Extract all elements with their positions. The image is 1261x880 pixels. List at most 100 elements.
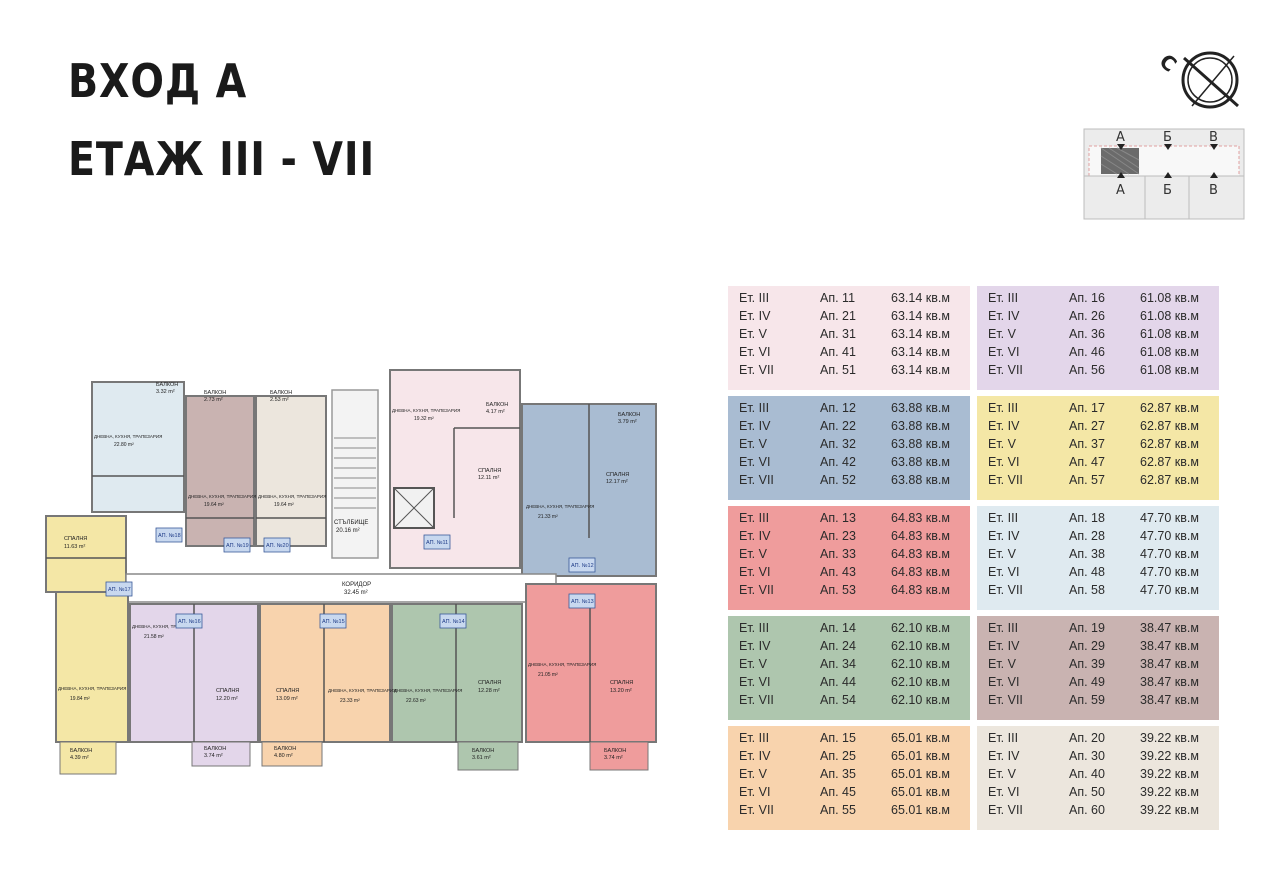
room-area: 3.61 m² xyxy=(472,755,491,761)
room-area: 13.09 m² xyxy=(276,696,298,702)
room-area: 3.74 m² xyxy=(604,755,623,761)
legend-cell: Ап. 23 xyxy=(820,529,856,543)
legend-cell: Ап. 55 xyxy=(820,803,856,817)
room-label: БАЛКОН xyxy=(156,382,178,388)
legend-cell: 63.14 кв.м xyxy=(891,363,950,377)
legend-cell: 62.87 кв.м xyxy=(1140,401,1199,415)
room-label: БАЛКОН xyxy=(204,746,226,752)
room-label: ДНЕВНА, КУХНЯ, ТРАПЕЗАРИЯ xyxy=(526,504,594,509)
legend-cell: Ет. VI xyxy=(988,455,1020,469)
room-label: ДНЕВНА, КУХНЯ, ТРАПЕЗАРИЯ xyxy=(528,662,596,667)
room-label: ДНЕВНА, КУХНЯ, ТРАПЕЗАРИЯ xyxy=(94,434,162,439)
north-compass-icon: С xyxy=(1158,49,1239,109)
apartment-11-area[interactable] xyxy=(389,369,521,569)
legend-cell: Ет. III xyxy=(739,731,770,745)
apartment-18-area[interactable] xyxy=(91,381,185,513)
legend-cell: Ет. VII xyxy=(739,363,774,377)
apartment-tag-13: АП. №13 xyxy=(571,599,594,605)
apartment-tag-20: АП. №20 xyxy=(266,543,289,549)
legend-cell: 65.01 кв.м xyxy=(891,803,950,817)
legend-cell: 47.70 кв.м xyxy=(1140,565,1199,579)
legend-cell: 62.10 кв.м xyxy=(891,675,950,689)
legend-cell: Ап. 28 xyxy=(1069,529,1105,543)
legend-cell: 63.88 кв.м xyxy=(891,437,950,451)
legend-cell: Ет. III xyxy=(739,621,770,635)
page-title-entrance: ВХОД А xyxy=(68,54,248,108)
stairs-area-label: 20.16 m² xyxy=(336,528,360,534)
legend-cell: Ап. 39 xyxy=(1069,657,1105,671)
apartment-tag-15: АП. №15 xyxy=(322,619,345,625)
room-label: СПАЛНЯ xyxy=(478,468,501,474)
legend-cell: Ап. 22 xyxy=(820,419,856,433)
apartment-17-area[interactable] xyxy=(45,515,127,593)
legend-cell: 62.10 кв.м xyxy=(891,693,950,707)
legend-cell: Ап. 17 xyxy=(1069,401,1105,415)
legend-cell: 64.83 кв.м xyxy=(891,583,950,597)
legend-cell: 62.87 кв.м xyxy=(1140,473,1199,487)
legend-cell: 64.83 кв.м xyxy=(891,565,950,579)
legend-cell: Ет. V xyxy=(988,327,1016,341)
legend-cell: 63.88 кв.м xyxy=(891,401,950,415)
legend-cell: Ап. 53 xyxy=(820,583,856,597)
legend-cell: Ап. 46 xyxy=(1069,345,1105,359)
corridor-area-label: 32.45 m² xyxy=(344,590,368,596)
legend-cell: Ет. VI xyxy=(988,785,1020,799)
apartment-20-area[interactable] xyxy=(255,395,327,547)
apartment-tag-11: АП. №11 xyxy=(426,540,448,546)
legend-cell: Ет. VI xyxy=(739,675,771,689)
legend-cell: 65.01 кв.м xyxy=(891,767,950,781)
room-label: ДНЕВНА, КУХНЯ, ТРАПЕЗАРИЯ xyxy=(392,408,460,413)
room-area: 2.53 m² xyxy=(270,397,289,403)
legend-cell: 62.87 кв.м xyxy=(1140,419,1199,433)
legend-cell: Ет. V xyxy=(739,327,767,341)
room-area: 3.32 m² xyxy=(156,389,175,395)
legend-cell: Ет. VII xyxy=(988,693,1023,707)
room-area: 22.80 m² xyxy=(114,442,134,448)
legend-cell: 62.87 кв.м xyxy=(1140,437,1199,451)
legend-cell: Ап. 59 xyxy=(1069,693,1105,707)
apartment-13-area[interactable] xyxy=(525,583,657,743)
room-area: 21.58 m² xyxy=(144,634,164,640)
legend-cell: 65.01 кв.м xyxy=(891,731,950,745)
legend-cell: Ап. 11 xyxy=(820,291,856,305)
room-area: 22.63 m² xyxy=(406,698,426,704)
legend-cell: Ап. 32 xyxy=(820,437,856,451)
legend-cell: Ет. IV xyxy=(739,639,771,653)
apartment-tag-14: АП. №14 xyxy=(442,619,465,625)
legend-cell: 39.22 кв.м xyxy=(1140,803,1199,817)
apartment-19-area[interactable] xyxy=(185,395,255,547)
legend-cell: Ап. 24 xyxy=(820,639,856,653)
corridor-label: КОРИДОР xyxy=(342,582,371,588)
legend-cell: 47.70 кв.м xyxy=(1140,547,1199,561)
legend-cell: Ет. V xyxy=(739,657,767,671)
room-label: БАЛКОН xyxy=(472,748,494,754)
room-label: БАЛКОН xyxy=(70,748,92,754)
legend-cell: 62.10 кв.м xyxy=(891,621,950,635)
